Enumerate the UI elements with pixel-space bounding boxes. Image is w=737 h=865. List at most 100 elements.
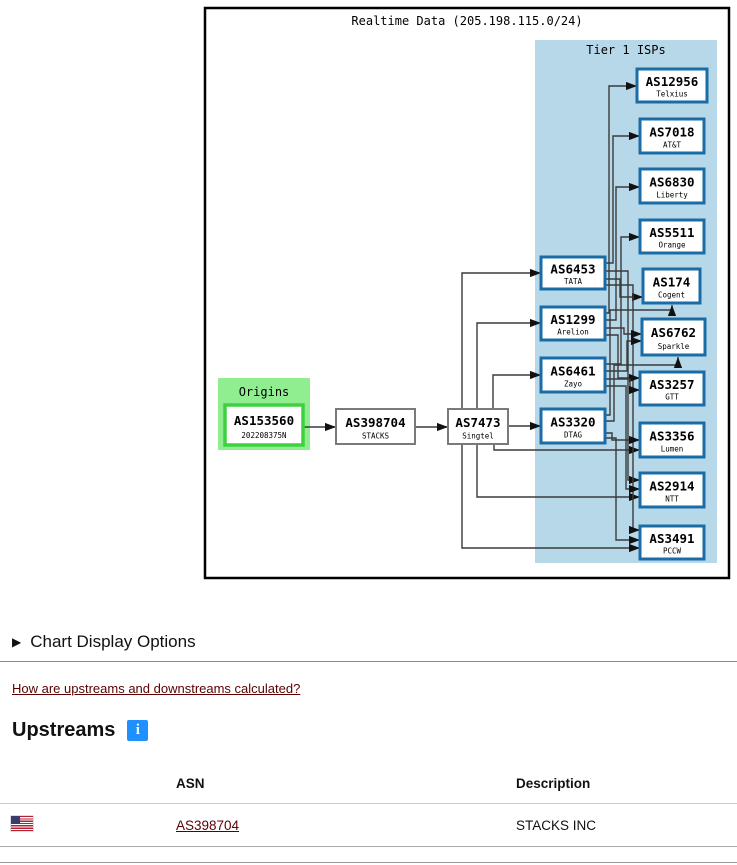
asn-description: STACKS INC	[516, 817, 597, 833]
upstreams-heading: Upstreams	[12, 719, 116, 741]
description-column-header: Description	[516, 776, 591, 791]
as-name-label: NTT	[665, 495, 679, 504]
expander-triangle-icon: ▶	[12, 635, 22, 649]
as-name-label: TATA	[564, 277, 583, 286]
edge-as7473-to-as3356	[493, 444, 640, 455]
as-number-label: AS6830	[649, 174, 694, 189]
as-number-label: AS3491	[649, 531, 694, 546]
section-divider	[0, 661, 737, 662]
asn-link[interactable]: AS398704	[176, 817, 240, 833]
edge-as6453-to-as3491	[605, 284, 640, 535]
as-name-label: Zayo	[564, 380, 583, 389]
as-number-label: AS3320	[550, 414, 595, 429]
as-node-box	[539, 305, 607, 342]
tier1-label: Tier 1 ISPs	[586, 43, 665, 57]
how-calculated-link[interactable]: How are upstreams and downstreams calcul…	[12, 681, 301, 696]
flag-column-header	[0, 764, 176, 804]
edge-as7473-to-as1299	[476, 318, 541, 409]
edge-as6453-to-as174	[605, 278, 643, 302]
table-header-row: ASN Description	[0, 764, 737, 804]
as-name-label: AT&T	[663, 141, 682, 150]
as-number-label: AS6453	[550, 261, 595, 276]
as-node-box	[539, 255, 607, 291]
as-node-box	[638, 370, 706, 407]
chart-display-options-label: Chart Display Options	[30, 632, 196, 651]
as-node-box	[638, 117, 706, 155]
as-name-label: Singtel	[462, 431, 494, 440]
as-node-box	[638, 218, 706, 255]
as-name-label: PCCW	[663, 547, 682, 556]
as-number-label: AS174	[653, 274, 691, 289]
as-node-box	[638, 471, 706, 509]
chart-display-options-toggle[interactable]: ▶ Chart Display Options	[12, 632, 196, 652]
edge-as6461-to-as6762	[605, 336, 642, 372]
edge-as3320-to-as6762	[605, 357, 683, 422]
as-name-label: Telxius	[656, 90, 688, 99]
edge-as1299-to-as12956	[605, 81, 637, 314]
as-name-label: Cogent	[658, 291, 685, 300]
as-node-box	[641, 267, 702, 305]
as-number-label: AS398704	[345, 415, 405, 430]
as-name-label: Sparkle	[658, 342, 690, 351]
as-node-box	[638, 167, 706, 205]
edge-as7473-to-as3491	[461, 444, 640, 553]
info-icon[interactable]: i	[127, 720, 149, 741]
as-number-label: AS3356	[649, 428, 694, 443]
table-row: AS398704 STACKS INC	[0, 804, 737, 847]
as-number-label: AS6762	[651, 325, 696, 340]
as-node-box	[638, 524, 706, 561]
edge-as6461-to-as3257	[605, 378, 640, 395]
next-row-divider	[0, 862, 737, 863]
edge-as3320-to-as3491	[605, 437, 640, 545]
as-number-label: AS6461	[550, 363, 595, 378]
asn-column-header: ASN	[176, 776, 205, 791]
edge-as6461-to-as2914	[605, 385, 640, 494]
as-node-box	[223, 403, 305, 447]
edge-as3320-to-as3356	[605, 432, 640, 445]
as-name-label: DTAG	[564, 431, 583, 440]
as-name-label: 202208375N	[241, 431, 286, 440]
edge-as7473-to-as2914	[476, 444, 640, 502]
as-number-label: AS7473	[455, 415, 500, 430]
as-name-label: Lumen	[661, 445, 684, 454]
as-node-as153560[interactable]: AS153560 202208375N	[223, 403, 305, 447]
edge-as6461-to-as5511	[605, 232, 640, 365]
as-number-label: AS5511	[649, 225, 694, 240]
as-node-box	[447, 408, 509, 445]
as-number-label: AS153560	[234, 413, 294, 428]
as-number-label: AS7018	[649, 124, 694, 139]
as-node-box	[539, 356, 607, 394]
upstreams-header: Upstreams i	[12, 719, 149, 742]
edge-as1299-to-as3257	[605, 334, 640, 383]
as-name-label: GTT	[665, 393, 679, 402]
as-node-box	[335, 408, 416, 445]
as-number-label: AS2914	[649, 478, 694, 493]
as-name-label: Arelion	[557, 328, 589, 337]
upstreams-table: ASN Description AS398704 STACKS INC	[0, 764, 737, 847]
as-node-box	[638, 421, 706, 459]
chart-title: Realtime Data (205.198.115.0/24)	[351, 14, 582, 28]
edge-layer	[303, 81, 683, 553]
as-node-box	[635, 67, 709, 104]
as-name-label: STACKS	[362, 431, 390, 440]
as-number-label: AS3257	[649, 377, 694, 392]
edge-as7473-to-as6461	[492, 370, 541, 409]
edge-as7473-to-as6453	[461, 268, 541, 409]
